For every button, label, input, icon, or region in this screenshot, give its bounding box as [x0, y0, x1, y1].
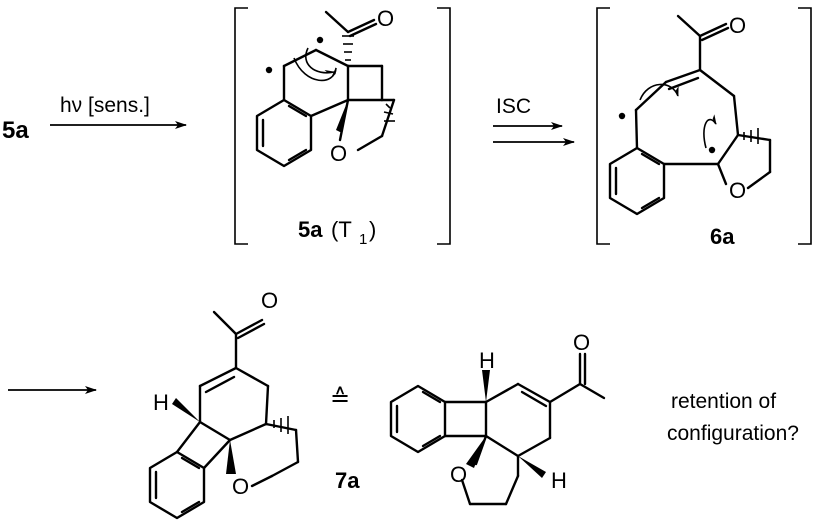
step2-conditions: ISC	[496, 95, 531, 118]
atom-oxygen: O	[729, 13, 746, 38]
atom-oxygen: O	[729, 178, 746, 203]
step1-conditions: hν [sens.]	[60, 94, 150, 117]
structure-5a-triplet	[255, 10, 396, 168]
intermediate1-state-subscript: 1	[359, 231, 367, 248]
structure-7a-view-1	[148, 310, 300, 520]
atom-oxygen: O	[450, 462, 467, 487]
atom-hydrogen: H	[479, 348, 495, 373]
question-line-1: retention of	[671, 390, 776, 413]
atom-oxygen: O	[261, 288, 278, 313]
start-compound-label: 5a	[2, 117, 29, 144]
hashed-bond	[383, 103, 395, 122]
product-name: 7a	[335, 468, 360, 493]
intermediate1-state: (T	[331, 217, 352, 242]
atom-hydrogen: H	[551, 468, 567, 493]
intermediate1-state-close: )	[369, 217, 376, 242]
question-line-2: configuration?	[667, 422, 799, 445]
structure-7a-view-2	[389, 352, 606, 506]
equivalence-symbol: ≙	[330, 385, 350, 412]
atom-oxygen: O	[573, 330, 590, 355]
reaction-arrow-2	[493, 122, 575, 146]
structure-6a	[608, 14, 772, 216]
bracket-intermediate-1	[234, 7, 451, 245]
atom-hydrogen: H	[153, 390, 169, 415]
intermediate1-name: 5a	[298, 217, 323, 242]
hashed-bond	[342, 35, 354, 61]
bracket-intermediate-2	[596, 7, 812, 245]
atom-oxygen: O	[232, 474, 249, 499]
atom-oxygen: O	[377, 6, 394, 31]
atom-oxygen: O	[330, 141, 347, 166]
intermediate2-name: 6a	[710, 224, 735, 249]
